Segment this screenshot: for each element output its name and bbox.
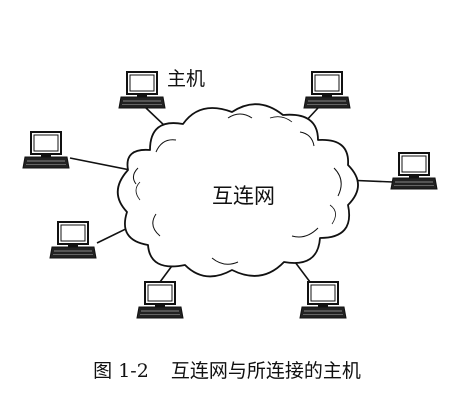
host-bottom-left: [136, 281, 184, 319]
caption-text: 互连网与所连接的主机: [170, 360, 361, 382]
network-cloud: [116, 103, 359, 278]
figure-number: 图 1-2: [93, 360, 149, 382]
host-top-left: [118, 71, 166, 109]
figure-caption: 图 1-2 互连网与所连接的主机: [0, 356, 454, 383]
link-left-upper: [69, 157, 131, 171]
host-bottom-right: [299, 281, 347, 319]
network-label: 互连网: [212, 184, 275, 208]
connection-lines: [69, 107, 394, 283]
host-left-lower: [49, 221, 97, 259]
host-top-right: [303, 71, 351, 109]
host-label: 主机: [167, 68, 206, 90]
host-right: [390, 152, 438, 190]
host-left-upper: [22, 131, 70, 169]
